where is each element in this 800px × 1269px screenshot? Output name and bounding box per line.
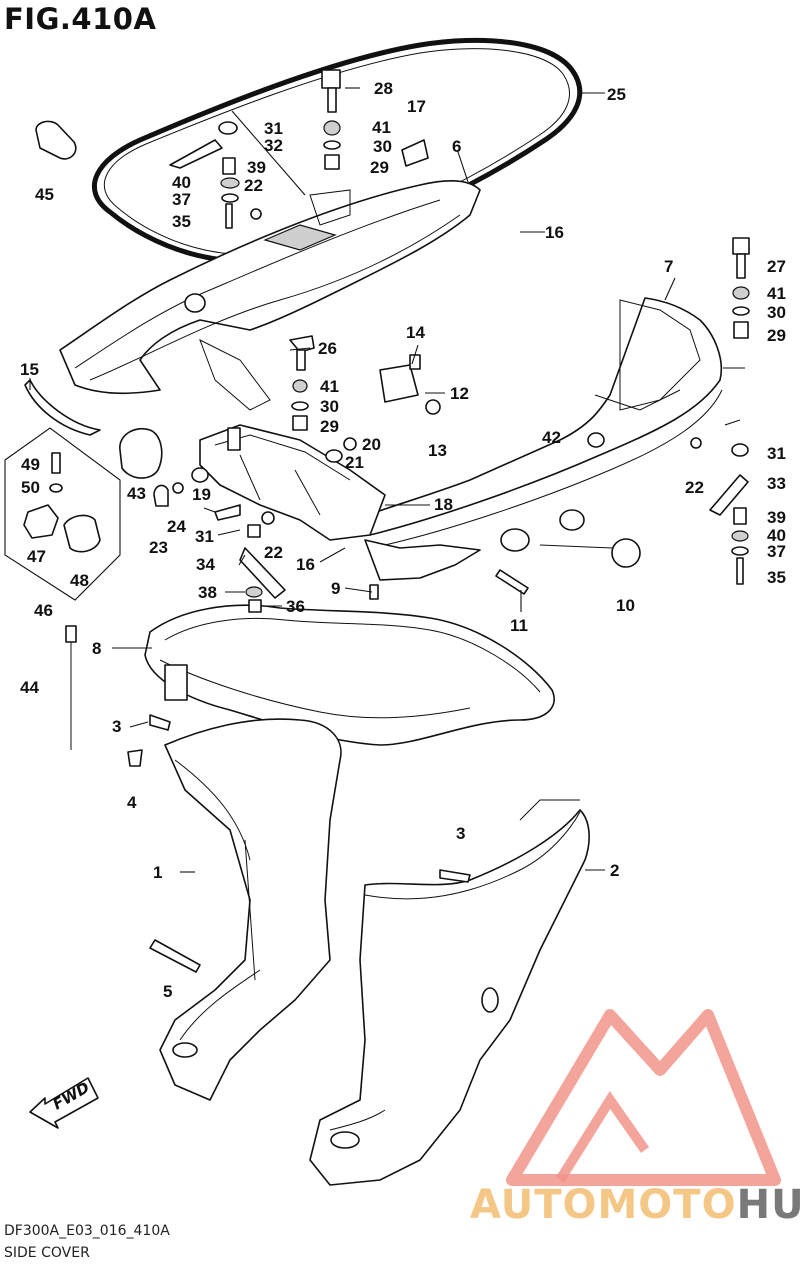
callout-50[interactable]: 50	[21, 478, 40, 497]
callout-14[interactable]: 14	[406, 323, 425, 342]
callout-12[interactable]: 12	[450, 384, 469, 403]
hardware-upper-left	[169, 121, 262, 229]
callout-31-right[interactable]: 31	[767, 444, 786, 463]
rear-cover-7[interactable]	[364, 297, 723, 581]
callout-31-upper[interactable]: 31	[264, 119, 283, 138]
callout-29-center[interactable]: 29	[320, 417, 339, 436]
callout-2[interactable]: 2	[610, 861, 619, 880]
callout-24[interactable]: 24	[167, 517, 186, 536]
figure-code: DF300A_E03_016_410A	[4, 1223, 170, 1239]
callout-20[interactable]: 20	[362, 435, 381, 454]
callout-21[interactable]: 21	[345, 453, 364, 472]
leader-lines	[29, 87, 745, 873]
callout-1[interactable]: 1	[153, 863, 162, 882]
callout-34[interactable]: 34	[196, 555, 215, 574]
callout-35-upper[interactable]: 35	[172, 212, 191, 231]
figure-name: SIDE COVER	[4, 1245, 90, 1261]
callout-43[interactable]: 43	[127, 484, 146, 503]
hardware-lower	[127, 714, 471, 973]
figure-title: FIG.410A	[4, 2, 157, 36]
callout-30-center[interactable]: 30	[320, 397, 339, 416]
callout-40-upper[interactable]: 40	[172, 173, 191, 192]
callout-16-lower[interactable]: 16	[296, 555, 315, 574]
callout-17[interactable]: 17	[407, 97, 426, 116]
callout-28[interactable]: 28	[374, 79, 393, 98]
callout-41-right[interactable]: 41	[767, 284, 786, 303]
callout-29-right[interactable]: 29	[767, 326, 786, 345]
callout-22-right[interactable]: 22	[685, 478, 704, 497]
callout-37-upper[interactable]: 37	[172, 190, 191, 209]
callout-23[interactable]: 23	[149, 538, 168, 557]
box-46	[4, 427, 121, 601]
callout-38[interactable]: 38	[198, 583, 217, 602]
watermark-text-hub: HUB	[737, 1182, 800, 1228]
callout-labels: 1 2 3 3 4 5 6 7 8 9 10 11 12 13 14 15 16…	[20, 79, 786, 1001]
callout-4[interactable]: 4	[127, 793, 137, 812]
callout-33[interactable]: 33	[767, 474, 786, 493]
callout-25[interactable]: 25	[607, 85, 626, 104]
callout-42[interactable]: 42	[542, 428, 561, 447]
callout-30-upper[interactable]: 30	[373, 137, 392, 156]
callout-8[interactable]: 8	[92, 639, 101, 658]
callout-19[interactable]: 19	[192, 485, 211, 504]
callout-7[interactable]: 7	[664, 257, 673, 276]
callout-22-upper[interactable]: 22	[244, 176, 263, 195]
callout-13[interactable]: 13	[428, 441, 447, 460]
callout-48[interactable]: 48	[70, 571, 89, 590]
callout-3-left[interactable]: 3	[112, 717, 121, 736]
callout-45[interactable]: 45	[35, 185, 54, 204]
callout-41-center[interactable]: 41	[320, 377, 339, 396]
watermark-logo: AUTOMOTOHUB	[470, 1009, 800, 1228]
callout-41-upper[interactable]: 41	[372, 118, 391, 137]
callout-22-center[interactable]: 22	[264, 543, 283, 562]
svg-text:AUTOMOTOHUB: AUTOMOTOHUB	[470, 1182, 800, 1228]
lower-frame-8[interactable]	[144, 604, 555, 746]
callout-18[interactable]: 18	[434, 495, 453, 514]
callout-31-center[interactable]: 31	[195, 527, 214, 546]
hardware-box-46-parts	[23, 452, 101, 553]
callout-44[interactable]: 44	[20, 678, 39, 697]
callout-32[interactable]: 32	[264, 136, 283, 155]
hardware-far-left	[24, 120, 101, 750]
callout-9[interactable]: 9	[331, 579, 340, 598]
right-side-cover-2[interactable]	[309, 799, 590, 1186]
callout-35-right[interactable]: 35	[767, 568, 786, 587]
upper-frame-6[interactable]	[59, 180, 481, 411]
callout-16-upper[interactable]: 16	[545, 223, 564, 242]
callout-30-right[interactable]: 30	[767, 303, 786, 322]
callout-27[interactable]: 27	[767, 257, 786, 276]
callout-40-right[interactable]: 40	[767, 526, 786, 545]
watermark-text-automoto: AUTOMOTO	[470, 1182, 737, 1228]
callout-46[interactable]: 46	[34, 601, 53, 620]
callout-49[interactable]: 49	[21, 455, 40, 474]
callout-6[interactable]: 6	[452, 137, 461, 156]
callout-3-right[interactable]: 3	[456, 824, 465, 843]
callout-5[interactable]: 5	[163, 982, 172, 1001]
fwd-arrow: FWD	[29, 1077, 99, 1129]
callout-29-upper[interactable]: 29	[370, 158, 389, 177]
callout-39-upper[interactable]: 39	[247, 158, 266, 177]
callout-39-right[interactable]: 39	[767, 508, 786, 527]
left-side-cover-1[interactable]	[159, 718, 342, 1101]
callout-47[interactable]: 47	[27, 547, 46, 566]
callout-26[interactable]: 26	[318, 339, 337, 358]
bracket-18[interactable]	[199, 424, 386, 541]
hardware-left	[119, 428, 529, 613]
callout-15[interactable]: 15	[20, 360, 39, 379]
callout-11[interactable]: 11	[510, 616, 528, 635]
callout-36[interactable]: 36	[286, 597, 305, 616]
callout-10[interactable]: 10	[616, 596, 635, 615]
callout-37-right[interactable]: 37	[767, 542, 786, 561]
hardware-upper-center	[321, 69, 429, 170]
hardware-right	[587, 237, 750, 585]
